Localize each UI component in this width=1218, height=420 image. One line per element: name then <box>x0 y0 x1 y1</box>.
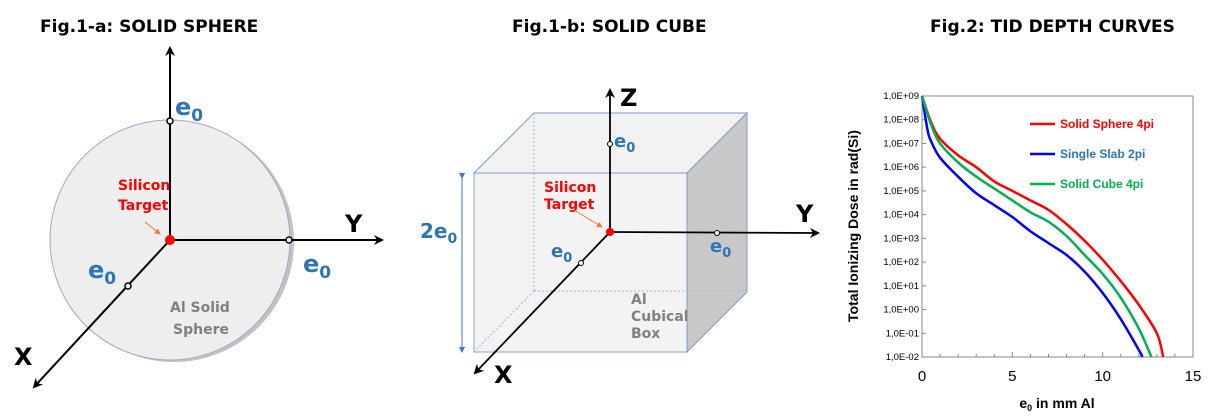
z-axis-label: Z <box>620 84 637 112</box>
y-tick-label: 1,0E+04 <box>883 210 919 221</box>
silicon-target-label: Silicon <box>544 180 596 196</box>
y-tick-label: 1,0E+01 <box>883 281 919 292</box>
thickness-marker <box>124 282 132 290</box>
y-tick-label: 1,0E+08 <box>883 115 919 126</box>
silicon-target-dot <box>606 228 614 236</box>
x-tick-label: 15 <box>1185 368 1202 385</box>
series-line-1 <box>920 95 1144 358</box>
x-axis-label: X <box>494 361 513 389</box>
pointer-arrow <box>573 209 603 228</box>
x-tick-label: 5 <box>1008 368 1016 385</box>
thickness-marker <box>578 260 584 266</box>
e0-label: e0 <box>551 241 572 266</box>
y-tick-label: 1,0E+00 <box>883 305 919 316</box>
x-tick-label: 10 <box>1094 368 1111 385</box>
y-axis-title: Total Ionizing Dose in rad(Si) <box>845 130 861 322</box>
y-tick-label: 1,0E+03 <box>883 233 919 244</box>
x-tick-label: 0 <box>918 368 926 385</box>
y-tick-label: 1,0E+07 <box>883 138 919 149</box>
silicon-target-label: Target <box>544 197 595 213</box>
material-label: Box <box>631 326 660 342</box>
y-tick-label: 1,0E+06 <box>883 162 919 173</box>
plot-area <box>921 95 1194 358</box>
fig1b-title: Fig.1-b: SOLID CUBE <box>512 17 707 37</box>
series-line-2 <box>920 95 1153 358</box>
e0-label: e0 <box>614 131 635 156</box>
chart-title: Fig.2: TID DEPTH CURVES <box>930 17 1175 37</box>
x-axis <box>473 231 611 375</box>
legend-label: Solid Cube 4pi <box>1060 177 1143 191</box>
x-axis-label: X <box>14 343 33 371</box>
e0-label: e0 <box>88 256 116 289</box>
material-label: Al <box>631 292 647 308</box>
x-axis-title: e0 in mm Al <box>1019 395 1094 413</box>
e0-label: e0 <box>303 250 331 283</box>
y-tick-label: 1,0E-02 <box>886 352 919 363</box>
material-label: Al Solid <box>170 300 230 316</box>
y-tick-label: 1,0E+09 <box>883 91 919 102</box>
y-axis-label: Y <box>795 200 814 228</box>
y-tick-label: 1,0E-01 <box>886 328 919 339</box>
thickness-marker <box>285 236 293 244</box>
legend-label: Solid Sphere 4pi <box>1060 117 1154 131</box>
silicon-target-label: Target <box>118 198 169 214</box>
y-tick-label: 1,0E+02 <box>883 257 919 268</box>
fig1a-title: Fig.1-a: SOLID SPHERE <box>40 17 258 37</box>
legend-label: Single Slab 2pi <box>1060 147 1145 161</box>
thickness-marker <box>714 230 720 236</box>
material-label: Sphere <box>173 322 229 338</box>
y-tick-label: 1,0E+05 <box>883 186 919 197</box>
y-axis <box>609 227 820 238</box>
thickness-marker <box>166 117 174 125</box>
pointer-arrow <box>144 221 161 235</box>
series-line-0 <box>920 95 1165 358</box>
x-axis <box>32 239 171 389</box>
silicon-target-dot <box>165 235 175 245</box>
e0-label: e0 <box>710 236 731 261</box>
silicon-target-label: Silicon <box>118 178 170 194</box>
e0-label: e0 <box>175 93 203 126</box>
y-axis-label: Y <box>344 210 363 238</box>
material-label: Cubical <box>631 309 689 325</box>
dimension-label: 2e0 <box>420 219 458 247</box>
thickness-marker <box>607 141 613 147</box>
tid-chart: Total Ionizing Dose in rad(Si) e0 in mm … <box>845 91 1201 413</box>
